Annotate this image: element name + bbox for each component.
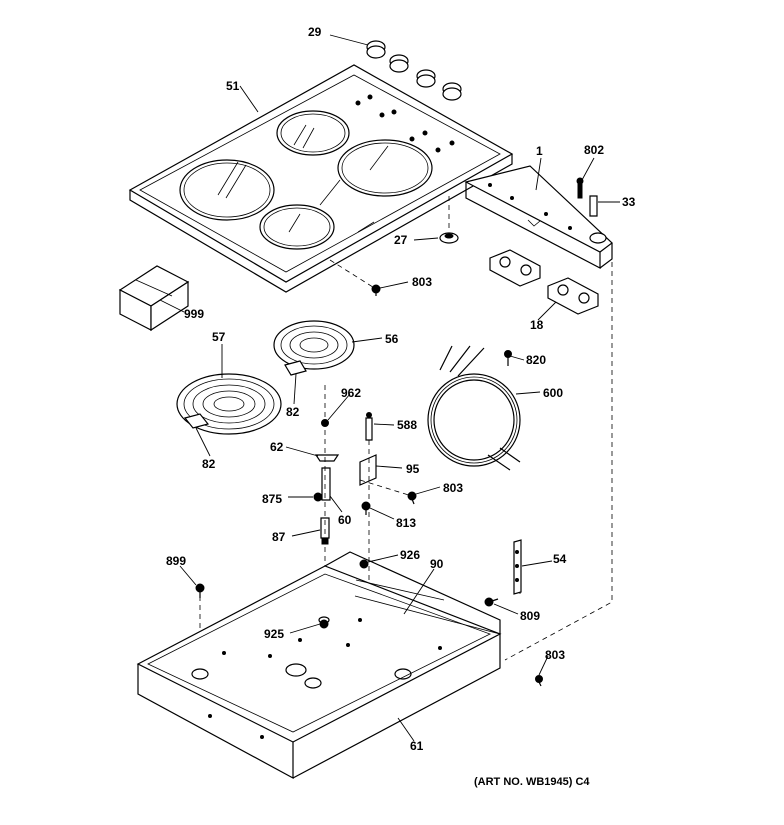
infinite-switches (489, 249, 599, 315)
fuse-60 (321, 467, 331, 501)
label-999: 999 (184, 307, 204, 321)
fuse-holder-875 (313, 492, 323, 502)
label-82-upper: 82 (286, 405, 300, 419)
screw-925 (319, 619, 329, 629)
label-62: 62 (270, 440, 284, 454)
label-803-bottom: 803 (545, 648, 565, 662)
screw-899 (195, 583, 205, 598)
label-600: 600 (543, 386, 563, 400)
control-panel-bracket (464, 165, 613, 269)
screw-803-top (371, 284, 381, 296)
label-925: 925 (264, 627, 284, 641)
terminal-87 (320, 517, 330, 545)
label-27: 27 (394, 233, 408, 247)
parts-box-999 (118, 265, 190, 332)
fuse-588 (365, 412, 373, 441)
clip-33 (589, 195, 598, 217)
clip-62 (314, 454, 340, 462)
bracket-95 (359, 454, 377, 486)
label-820: 820 (526, 353, 546, 367)
screw-803-bottom (535, 675, 543, 687)
label-56: 56 (385, 332, 399, 346)
label-802: 802 (584, 143, 604, 157)
label-54: 54 (553, 552, 567, 566)
label-803-mid: 803 (443, 481, 463, 495)
label-95: 95 (406, 462, 420, 476)
leader-lines (159, 34, 620, 742)
label-926: 926 (400, 548, 420, 562)
bracket-54 (513, 539, 522, 595)
surface-element-56 (273, 320, 355, 376)
base-pan (136, 551, 502, 780)
label-803-top: 803 (412, 275, 432, 289)
label-588: 588 (397, 418, 417, 432)
label-90: 90 (430, 557, 444, 571)
label-809: 809 (520, 609, 540, 623)
art-number-caption: (ART NO. WB1945) C4 (474, 776, 590, 788)
screw-813 (361, 501, 371, 515)
surface-element-57 (176, 373, 282, 435)
label-899: 899 (166, 554, 186, 568)
label-60: 60 (338, 513, 352, 527)
grommet-27 (439, 232, 459, 244)
screw-926 (359, 559, 369, 569)
label-33: 33 (622, 195, 636, 209)
label-813: 813 (396, 516, 416, 530)
glass-cooktop (128, 64, 514, 293)
wire-harness-600 (427, 345, 521, 471)
label-57: 57 (212, 330, 226, 344)
label-29: 29 (308, 25, 322, 39)
label-82-lower: 82 (202, 457, 216, 471)
label-875: 875 (262, 492, 282, 506)
label-18: 18 (530, 318, 544, 332)
screw-803-mid (407, 491, 417, 505)
screw-820 (504, 350, 512, 366)
screw-809 (484, 597, 499, 607)
label-51: 51 (226, 79, 240, 93)
screw-802 (576, 177, 584, 199)
label-962: 962 (341, 386, 361, 400)
part-labels: 29 51 1 802 33 27 803 999 18 57 56 82 82… (166, 25, 636, 753)
label-87: 87 (272, 530, 286, 544)
label-1: 1 (536, 144, 543, 158)
control-knobs (366, 40, 462, 101)
label-61: 61 (410, 739, 424, 753)
